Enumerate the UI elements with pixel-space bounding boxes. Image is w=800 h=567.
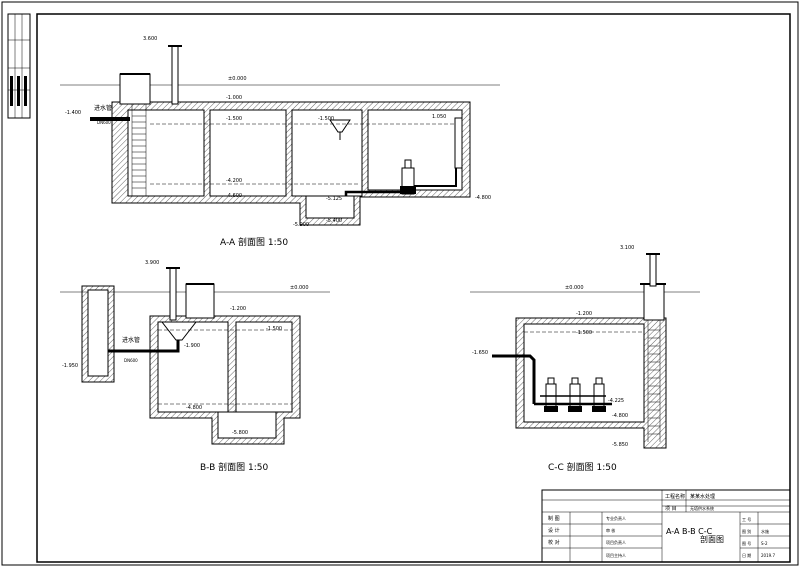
aa-elev-7: -5.400 — [326, 218, 342, 224]
bb-elev-1: -1.200 — [230, 306, 246, 312]
cc-elev-ground: ±0.000 — [565, 285, 584, 291]
aa-vent-pipe — [171, 45, 179, 105]
tb-item-value: 无塔供水系统 — [690, 505, 714, 511]
cc-elev-4: -4.800 — [612, 413, 628, 419]
aa-elev-r2: -4.800 — [475, 195, 491, 201]
tb-row2b: 审 核 — [606, 527, 615, 533]
tb-v3: S-2 — [761, 541, 768, 546]
tb-k4: 日 期 — [742, 552, 751, 558]
aa-elev-2: -1.500 — [226, 116, 242, 122]
aa-ladder — [131, 104, 147, 196]
cc-elev-1: -1.200 — [576, 311, 592, 317]
tb-k1: 工 号 — [742, 516, 751, 522]
tb-drawing-codes: A-A B-B C-C — [666, 527, 713, 536]
bb-elev-3: -1.900 — [184, 343, 200, 349]
cc-elev-left: -1.650 — [472, 350, 488, 356]
aa-elev-top: 3.600 — [143, 36, 157, 42]
inner-frame — [36, 13, 791, 563]
tb-project-value: 某某水处理 — [690, 493, 715, 500]
tb-row3b: 项目负责人 — [606, 539, 626, 545]
aa-elev-3: -1.500 — [318, 116, 334, 122]
tb-row1a: 制 图 — [548, 515, 560, 522]
bb-pipe-label: 进水管 — [122, 336, 140, 344]
bb-pipe-dn: DN600 — [124, 358, 138, 363]
tb-v4: 2019.7 — [761, 553, 775, 558]
title-block: 工程名称 某某水处理 项 目 无塔供水系统 制 图 专业负责人 设 计 审 核 … — [541, 489, 791, 563]
tb-project-label: 工程名称 — [665, 493, 685, 500]
aa-pump — [400, 159, 416, 195]
cc-elev-5: -5.850 — [612, 442, 628, 448]
tb-v2: 水施 — [761, 528, 769, 534]
aa-elev-6: -5.125 — [326, 196, 342, 202]
aa-elev-in: -1.400 — [65, 110, 81, 116]
bb-elev-2: -1.500 — [266, 326, 282, 332]
section-aa: 3.600 ±0.000 进水管 DN600 -1.400 -1.000 -1.… — [60, 36, 500, 248]
bb-elev-5: -5.800 — [232, 430, 248, 436]
cc-section-title: C-C 剖面图 1:50 — [548, 461, 617, 473]
cc-elev-2: -1.500 — [576, 330, 592, 336]
aa-inlet-dn: DN600 — [97, 120, 111, 125]
tb-row4b: 项目主持人 — [606, 552, 626, 558]
cc-pump-group — [534, 377, 612, 412]
aa-inlet-label: 进水管 — [94, 104, 112, 112]
tb-k3: 图 号 — [742, 540, 751, 546]
cc-ladder — [647, 320, 661, 442]
tb-k2: 图 别 — [742, 528, 751, 534]
cc-elev-3: -4.225 — [608, 398, 624, 404]
aa-elev-8: -5.900 — [293, 222, 309, 228]
aa-elev-4: -4.200 — [226, 178, 242, 184]
bb-section-title: B-B 剖面图 1:50 — [200, 461, 268, 473]
tb-row3a: 校 对 — [548, 539, 560, 546]
aa-access-shaft — [119, 73, 151, 105]
aa-inlet-pipe — [90, 117, 130, 121]
aa-elev-ground: ±0.000 — [228, 76, 247, 82]
section-bb: 3.900 ±0.000 -1.950 进水管 DN600 -1.200 -1.… — [60, 260, 330, 473]
bb-elev-top: 3.900 — [145, 260, 159, 266]
margin-strip — [7, 13, 31, 119]
cc-elev-top: 3.100 — [620, 245, 634, 251]
tb-row2a: 设 计 — [548, 527, 560, 534]
bb-elev-left: -1.950 — [62, 363, 78, 369]
aa-elev-1: -1.000 — [226, 95, 242, 101]
aa-elev-r1: 1.050 — [432, 114, 446, 120]
aa-funnel — [329, 119, 351, 133]
tb-row1b: 专业负责人 — [606, 515, 626, 521]
tb-drawing-name: 剖面图 — [700, 534, 724, 544]
tb-item-label: 项 目 — [665, 506, 677, 512]
section-cc: 3.100 ±0.000 -1.650 -1.200 -1.500 -4.225… — [470, 245, 700, 473]
aa-elev-5: -4.600 — [226, 193, 242, 199]
bb-elev-ground: ±0.000 — [290, 285, 309, 291]
bb-elev-4: -4.800 — [186, 405, 202, 411]
aa-section-title: A-A 剖面图 1:50 — [220, 236, 288, 248]
